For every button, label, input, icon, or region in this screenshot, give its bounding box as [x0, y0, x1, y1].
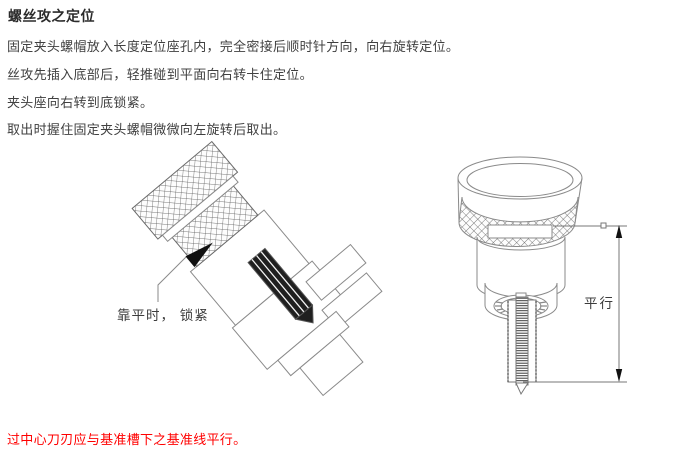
nut-gap-plate [161, 175, 239, 243]
instruction-paragraph: 夹头座向右转到底锁紧。 [7, 95, 154, 110]
side-plate [305, 243, 367, 301]
figure-caption-lock: 靠平时， 锁紧 [117, 308, 209, 323]
tap-shaft [507, 296, 537, 396]
tap-tip [515, 382, 529, 396]
instruction-paragraph: 固定夹头螺帽放入长度定位座孔内，完全密接后顺时针方向，向右旋转定位。 [7, 39, 460, 54]
lock-point-arrow-icon [185, 242, 213, 268]
caption-leader-line [157, 256, 187, 302]
instruction-paragraph: 取出时握住固定夹头螺帽微微向左旋转后取出。 [7, 122, 287, 137]
page-title: 螺丝攻之定位 [8, 8, 95, 24]
face-hatch-marks [495, 301, 547, 314]
dimension-arrow-down-icon [615, 369, 623, 382]
dimension-label-parallel: 平行 [584, 296, 615, 311]
tap-chuck-front-diagram [457, 156, 627, 396]
reference-groove [487, 224, 553, 239]
tap-chuck-section-diagram [131, 140, 383, 397]
parallel-dimension [523, 222, 627, 383]
cup-inner-rim [466, 163, 574, 197]
dimension-arrow-up-icon [615, 225, 623, 238]
instruction-paragraph: 丝攻先插入底部后，轻推碰到平面向右转卡住定位。 [7, 67, 313, 82]
shank [299, 333, 364, 397]
footnote-red: 过中心刀刃应与基准槽下之基准线平行。 [7, 432, 247, 447]
cup-side [457, 177, 460, 223]
tap-section [247, 247, 314, 324]
dimension-end-square [600, 222, 607, 229]
